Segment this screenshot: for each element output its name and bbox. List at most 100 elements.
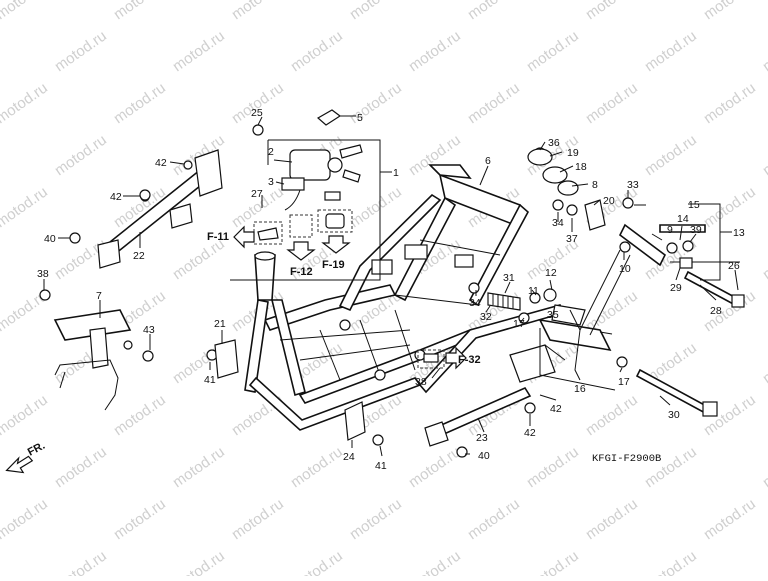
watermark-text: motod.ru bbox=[701, 79, 759, 127]
ref-arrow-f12 bbox=[286, 241, 316, 261]
watermark-text: motod.ru bbox=[760, 131, 768, 179]
watermark-text: motod.ru bbox=[701, 0, 759, 23]
part-40-a: 40 bbox=[44, 233, 56, 245]
watermark-text: motod.ru bbox=[0, 183, 51, 231]
watermark-text: motod.ru bbox=[465, 0, 523, 23]
ref-arrow-f32 bbox=[445, 346, 467, 370]
watermark-text: motod.ru bbox=[52, 547, 110, 576]
link-plates bbox=[618, 223, 740, 269]
watermark-text: motod.ru bbox=[583, 79, 641, 127]
part-33: 33 bbox=[627, 179, 639, 191]
engine-hanger-part bbox=[538, 249, 631, 352]
long-bolts bbox=[635, 270, 745, 417]
watermark-text: motod.ru bbox=[760, 443, 768, 491]
part-41-b: 41 bbox=[375, 460, 387, 472]
part-25: 25 bbox=[251, 107, 263, 119]
part-31: 31 bbox=[503, 272, 515, 284]
part-17-a: 17 bbox=[513, 318, 525, 330]
watermark-text: motod.ru bbox=[347, 0, 405, 23]
watermark-text: motod.ru bbox=[288, 547, 346, 576]
part-34-a: 34 bbox=[552, 217, 564, 229]
part-21: 21 bbox=[214, 318, 226, 330]
watermark-text: motod.ru bbox=[170, 27, 228, 75]
watermark-text: motod.ru bbox=[760, 547, 768, 576]
watermark-text: motod.ru bbox=[642, 443, 700, 491]
watermark-text: motod.ru bbox=[288, 27, 346, 75]
watermark-text: motod.ru bbox=[701, 183, 759, 231]
part-30: 30 bbox=[668, 409, 680, 421]
part-11: 11 bbox=[528, 285, 539, 297]
bracket-part bbox=[53, 309, 133, 411]
part-35: 35 bbox=[547, 309, 559, 321]
part-36: 36 bbox=[548, 137, 560, 149]
diagram-code: KFGI-F2900B bbox=[592, 453, 661, 465]
watermark-text: motod.ru bbox=[642, 131, 700, 179]
watermark-text: motod.ru bbox=[760, 27, 768, 75]
watermark-text: motod.ru bbox=[406, 27, 464, 75]
part-19: 19 bbox=[567, 147, 579, 159]
watermark-text: motod.ru bbox=[347, 495, 405, 543]
part-1: 1 bbox=[393, 167, 399, 179]
watermark-text: motod.ru bbox=[347, 79, 405, 127]
collar-part bbox=[487, 288, 557, 311]
watermark-text: motod.ru bbox=[0, 495, 51, 543]
watermark-text: motod.ru bbox=[583, 0, 641, 23]
watermark-text: motod.ru bbox=[642, 27, 700, 75]
part-16: 16 bbox=[574, 383, 586, 395]
watermark-text: motod.ru bbox=[52, 131, 110, 179]
part-7: 7 bbox=[96, 290, 102, 302]
part-42-b: 42 bbox=[110, 191, 122, 203]
front-arrow-icon bbox=[5, 455, 34, 474]
watermark-text: motod.ru bbox=[111, 0, 169, 23]
part-27: 27 bbox=[251, 188, 263, 200]
part-40-b: 40 bbox=[478, 450, 490, 462]
part-12: 12 bbox=[545, 267, 557, 279]
watermark-text: motod.ru bbox=[52, 27, 110, 75]
part-14: 14 bbox=[677, 213, 689, 225]
watermark-text: motod.ru bbox=[347, 183, 405, 231]
watermark-text: motod.ru bbox=[229, 79, 287, 127]
watermark-text: motod.ru bbox=[288, 443, 346, 491]
ref-arrow-f19 bbox=[321, 235, 351, 254]
watermark-text: motod.ru bbox=[583, 495, 641, 543]
f32-ref-part bbox=[417, 349, 445, 369]
part-5: 5 bbox=[357, 112, 363, 124]
watermark-text: motod.ru bbox=[406, 443, 464, 491]
part-41-a: 41 bbox=[204, 374, 216, 386]
watermark-text: motod.ru bbox=[111, 79, 169, 127]
part-8: 8 bbox=[592, 179, 598, 191]
watermark-text: motod.ru bbox=[0, 0, 51, 23]
watermark-text: motod.ru bbox=[524, 443, 582, 491]
part-42-a: 42 bbox=[155, 157, 167, 169]
watermark-text: motod.ru bbox=[229, 0, 287, 23]
ref-f12: F-12 bbox=[290, 266, 313, 278]
leader-lines bbox=[43, 115, 739, 457]
part-3: 3 bbox=[268, 176, 274, 188]
watermark-text: motod.ru bbox=[111, 391, 169, 439]
part-15: 15 bbox=[688, 199, 700, 211]
part-6: 6 bbox=[485, 155, 491, 167]
part-18: 18 bbox=[575, 161, 587, 173]
part-34-b: 34 bbox=[469, 297, 481, 309]
part-42-d: 42 bbox=[524, 427, 536, 439]
part-24: 24 bbox=[343, 451, 355, 463]
watermark-text: motod.ru bbox=[52, 443, 110, 491]
watermark-text: motod.ru bbox=[760, 339, 768, 387]
watermark-text: motod.ru bbox=[642, 547, 700, 576]
part-10: 10 bbox=[619, 263, 631, 275]
front-label: FR. bbox=[26, 440, 47, 459]
part-43: 43 bbox=[143, 324, 155, 336]
part-26: 26 bbox=[728, 260, 740, 272]
part-32: 32 bbox=[480, 311, 492, 323]
part-2: 2 bbox=[268, 146, 274, 158]
watermark-text: motod.ru bbox=[465, 495, 523, 543]
part-38-a: 38 bbox=[37, 268, 49, 280]
ref-f11: F-11 bbox=[207, 231, 229, 243]
part-number-labels: 1 2 3 5 6 7 8 9 10 11 12 13 14 15 16 17 … bbox=[37, 107, 745, 472]
watermark-text: motod.ru bbox=[0, 391, 51, 439]
part-42-c: 42 bbox=[550, 403, 562, 415]
watermark-text: motod.ru bbox=[760, 235, 768, 283]
watermark-text: motod.ru bbox=[701, 495, 759, 543]
ref-f32: F-32 bbox=[458, 354, 481, 366]
